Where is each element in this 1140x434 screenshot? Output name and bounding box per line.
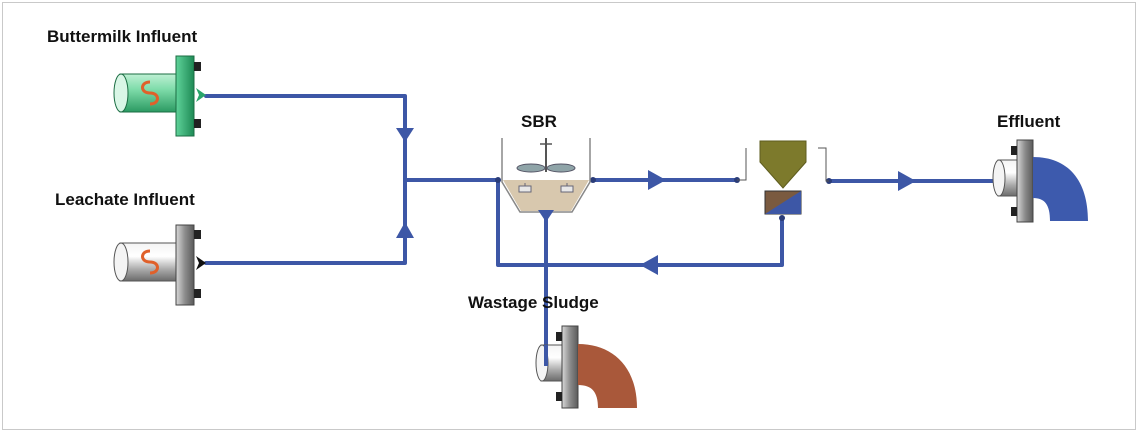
leachate-pipe (204, 178, 407, 265)
label-leachate-influent: Leachate Influent (55, 190, 195, 209)
settler-icon (737, 140, 829, 215)
wastage-sludge-icon (535, 325, 637, 409)
arrow-left-recycle (640, 255, 658, 275)
buttermilk-pipe (204, 94, 407, 182)
effluent-icon (992, 139, 1088, 223)
sbr-reactor-icon (501, 138, 591, 222)
buttermilk-influent-icon (113, 55, 206, 137)
label-effluent: Effluent (997, 112, 1061, 131)
arrow-down (396, 128, 414, 142)
label-sbr: SBR (521, 112, 557, 131)
arrow-right-effluent (898, 171, 916, 191)
label-buttermilk-influent: Buttermilk Influent (47, 27, 198, 46)
arrow-right-sbr (648, 170, 666, 190)
leachate-influent-icon (113, 224, 206, 306)
label-wastage-sludge: Wastage Sludge (468, 293, 599, 312)
flow-arrows (396, 128, 916, 275)
pipe-network (204, 94, 1005, 368)
arrow-up (396, 222, 414, 238)
